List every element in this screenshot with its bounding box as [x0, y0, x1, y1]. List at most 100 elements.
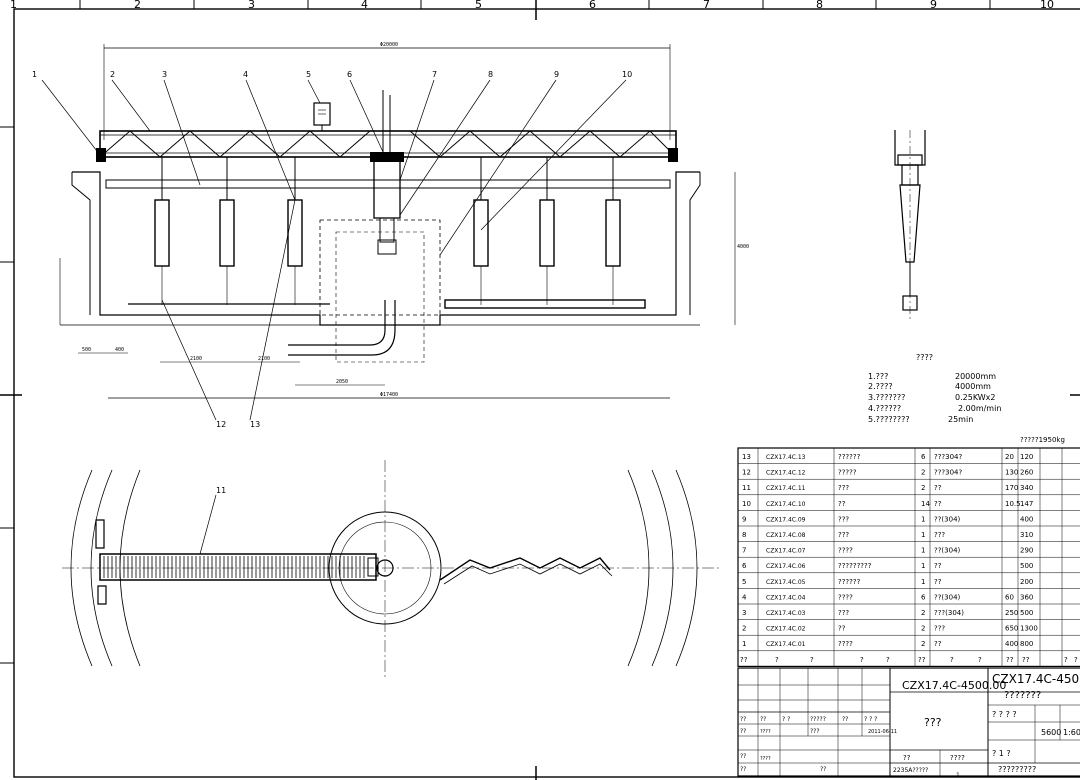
bom-cell-code: CZX17.4C.04: [766, 594, 806, 601]
bom-cell-name: ???: [838, 515, 849, 523]
bom-header-cell: ?: [810, 656, 814, 664]
grid-label-8: 8: [816, 0, 823, 11]
bom-cell-no: 2: [742, 625, 746, 633]
bom-cell-code: CZX17.4C.01: [766, 641, 806, 648]
drawing-border: [13, 8, 1080, 778]
callout-12: 12: [216, 420, 226, 429]
bom-cell-no: 12: [742, 469, 751, 477]
grid-label-6: 6: [589, 0, 596, 11]
grid-ruler-left: [0, 126, 1080, 780]
bom-cell-no: 4: [742, 593, 747, 601]
callout-5: 5: [306, 70, 311, 79]
bom-cell-code: CZX17.4C.09: [766, 516, 806, 523]
dim-2100b: 2100: [258, 356, 270, 362]
bom-cell-w1: 400: [1005, 640, 1018, 648]
title-block: CZX17.4C-4500.00 CZX17.4C-450 ??????? ??…: [737, 667, 1080, 779]
bom-cell-w2: 120: [1020, 453, 1033, 461]
bom-cell-code: CZX17.4C.06: [766, 563, 806, 570]
bom-header-cell: ??: [740, 656, 748, 664]
bom-cell-mat: ??: [934, 500, 942, 508]
bom-header-cell: ??: [1006, 656, 1014, 664]
drawing-subtitle: ???????: [1004, 690, 1041, 701]
grid-label-10: 10: [1040, 0, 1054, 11]
bom-cell-qty: 6: [921, 453, 926, 461]
spec-value-3: 0.25KWx2: [955, 393, 996, 402]
bom-cell-qty: 2: [921, 484, 925, 492]
grid-label-4: 4: [361, 0, 368, 11]
row4-label-1: ??: [740, 753, 746, 760]
bom-cell-mat: ??: [934, 578, 942, 586]
bom-cell-name: ??: [838, 625, 846, 633]
issue-date: 2011-06-11: [868, 729, 897, 735]
bom-header-cell: ??: [1022, 656, 1030, 664]
bom-cell-no: 8: [742, 531, 746, 539]
elevation-view: Φ20000: [32, 42, 749, 429]
bom-cell-w2: 310: [1020, 531, 1033, 539]
bom-cell-w1: 20: [1005, 453, 1014, 461]
bom-cell-name: ?????????: [838, 562, 872, 570]
bom-cell-no: 11: [742, 484, 751, 492]
bom-cell-no: 3: [742, 609, 746, 617]
bom-cell-no: 13: [742, 453, 751, 461]
spec-label-3: 3.???????: [868, 393, 905, 402]
bom-cell-w2: 500: [1020, 609, 1033, 617]
bom-cell-w2: 1300: [1020, 625, 1038, 633]
bom-cell-name: ????: [838, 547, 853, 555]
drive-wheel-right: [668, 148, 678, 162]
bom-cell-mat: ???: [934, 531, 945, 539]
bom-cell-w2: 290: [1020, 547, 1033, 555]
side-view: [894, 130, 926, 320]
spec-value-5: 25min: [948, 415, 973, 424]
bottom-dimension: Φ17400: [380, 392, 398, 398]
grid-label-1: 1: [10, 0, 17, 11]
bom-cell-no: 9: [742, 515, 746, 523]
total-weight: ?????1950kg: [1020, 436, 1065, 444]
bom-cell-w1: 10.5: [1005, 500, 1021, 508]
drawing-number-right: CZX17.4C-450: [992, 672, 1079, 686]
drive-wheel-left: [96, 148, 106, 162]
bom-cell-name: ??: [838, 500, 846, 508]
bom-cell-mat: ???: [934, 625, 945, 633]
spec-heading: ????: [916, 353, 933, 362]
bom-cell-qty: 2: [921, 625, 925, 633]
dim-400: 400: [115, 347, 124, 353]
bom-cell-mat: ???304?: [934, 469, 963, 477]
bom-cell-name: ???: [838, 609, 849, 617]
center-well: [319, 219, 441, 316]
bom-cell-w2: 800: [1020, 640, 1033, 648]
bom-cell-no: 1: [742, 640, 746, 648]
drawing-number: CZX17.4C-4500.00: [902, 679, 1006, 692]
bom-cell-no: 6: [742, 562, 747, 570]
bom-cell-name: ????: [838, 640, 853, 648]
scraper-arm-plan: [99, 553, 377, 581]
callout-10: 10: [622, 70, 632, 79]
callout-7: 7: [432, 70, 437, 79]
bom-cell-qty: 14: [921, 500, 930, 508]
grid-label-3: 3: [248, 0, 255, 11]
bom-header-cell: ?: [950, 656, 954, 664]
row2-label-1: ??: [740, 728, 746, 735]
spec-label-2: 2.????: [868, 382, 893, 391]
designer: ????: [760, 729, 771, 735]
spec-label-4: 4.??????: [868, 404, 901, 413]
bom-cell-code: CZX17.4C.03: [766, 610, 806, 617]
bom-cell-w1: 170: [1005, 484, 1018, 492]
grid-ruler-top: 1 2 3 4 5 6 7 8 9 10: [10, 0, 1054, 20]
bom-cell-code: CZX17.4C.12: [766, 470, 806, 477]
bom-cell-name: ????: [838, 593, 853, 601]
bom-cell-w2: 200: [1020, 578, 1033, 586]
bom-cell-name: ??????: [838, 578, 861, 586]
sheet-label: ? 1 ?: [992, 749, 1011, 758]
bom-cell-w2: 360: [1020, 593, 1033, 601]
bom-header-cell: ?: [860, 656, 864, 664]
bom-cell-mat: ??: [934, 484, 942, 492]
sig-label-2: ??: [760, 716, 766, 723]
callout-1: 1: [32, 70, 37, 79]
spec-label-5: 5.????????: [868, 415, 910, 424]
callout-8: 8: [488, 70, 493, 79]
row3-label-2: ????: [950, 754, 965, 762]
bom-cell-mat: ???304?: [934, 453, 963, 461]
bom-cell-w2: 260: [1020, 469, 1033, 477]
bom-cell-w2: 400: [1020, 515, 1033, 523]
